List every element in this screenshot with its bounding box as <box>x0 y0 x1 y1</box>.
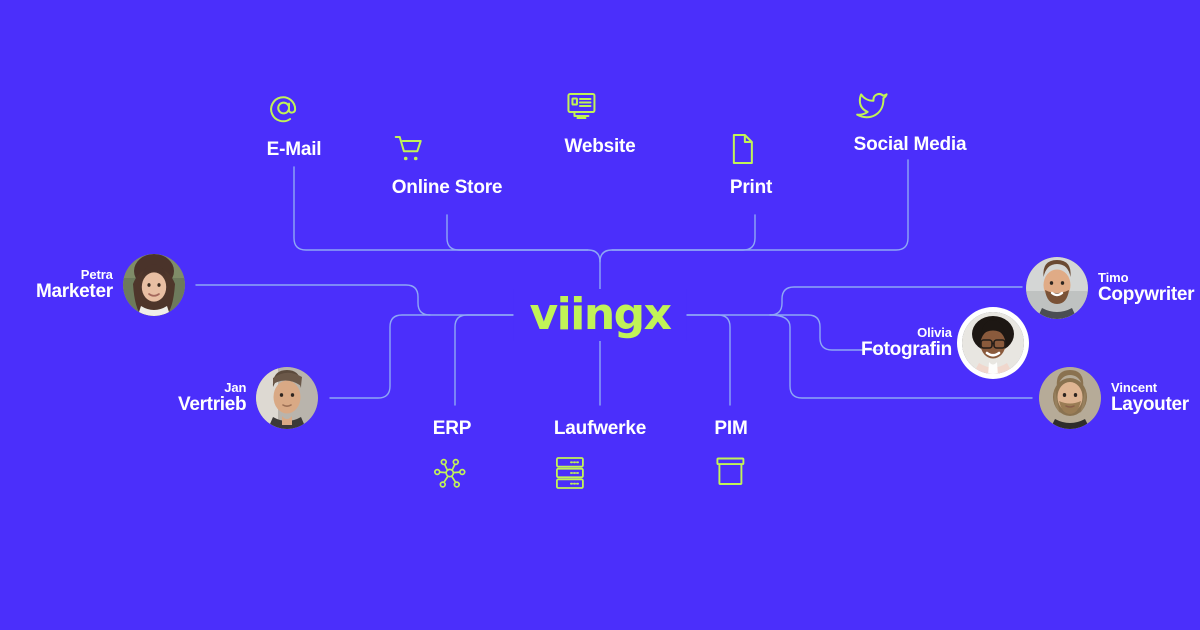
person-jan[interactable]: Jan Vertrieb <box>178 367 319 429</box>
person-first-name: Vincent <box>1111 379 1158 395</box>
person-first-name: Jan <box>224 379 247 395</box>
system-node-laufwerke[interactable]: Laufwerke <box>554 418 646 490</box>
person-role: Marketer <box>36 280 113 302</box>
server-stack-icon <box>554 456 646 490</box>
person-name-block: Petra Marketer <box>36 266 113 303</box>
person-name-block: Timo Copywriter <box>1098 269 1195 306</box>
person-role: Layouter <box>1111 393 1189 415</box>
system-label-pim: PIM <box>714 418 748 439</box>
person-name-block: Vincent Layouter <box>1111 379 1189 416</box>
channel-label-social-media: Social Media <box>853 134 967 155</box>
system-label-laufwerke: Laufwerke <box>553 418 647 439</box>
channel-node-print[interactable]: Print <box>730 133 772 199</box>
person-first-name: Timo <box>1098 269 1129 285</box>
channel-node-email[interactable]: E-Mail <box>267 92 322 161</box>
channel-label-online-store: Online Store <box>391 177 503 198</box>
person-petra[interactable]: Petra Marketer <box>36 254 185 316</box>
person-role: Fotografin <box>861 338 952 360</box>
channel-node-online-store[interactable]: Online Store <box>391 133 503 199</box>
person-name-block: Jan Vertrieb <box>178 379 247 416</box>
avatar-petra <box>122 254 185 316</box>
channel-label-print: Print <box>729 177 773 198</box>
channel-label-website: Website <box>564 136 636 157</box>
avatar-olivia <box>961 312 1024 374</box>
person-role: Copywriter <box>1098 283 1195 305</box>
twitter-bird-icon <box>854 90 967 120</box>
person-role: Vertrieb <box>178 393 247 415</box>
at-sign-icon <box>267 92 322 126</box>
system-label-erp: ERP <box>432 418 472 439</box>
archive-box-icon <box>714 456 747 486</box>
document-icon <box>730 133 772 165</box>
system-node-pim[interactable]: PIM <box>714 418 748 486</box>
person-first-name: Olivia <box>917 324 952 340</box>
cart-icon <box>392 133 503 165</box>
avatar-vincent <box>1039 367 1101 429</box>
system-node-erp[interactable]: ERP <box>433 418 471 490</box>
channel-node-social-media[interactable]: Social Media <box>854 90 967 156</box>
network-nodes-icon <box>433 456 471 490</box>
person-vincent[interactable]: Vincent Layouter <box>1039 367 1189 429</box>
avatar-timo <box>1026 257 1088 319</box>
person-timo[interactable]: Timo Copywriter <box>1026 257 1195 319</box>
person-first-name: Petra <box>80 266 113 282</box>
avatar-jan <box>256 367 319 429</box>
brand-logo: viingx <box>513 289 687 341</box>
channel-label-email: E-Mail <box>266 139 322 160</box>
channel-node-website[interactable]: Website <box>564 91 636 158</box>
person-name-block: Olivia Fotografin <box>861 324 952 361</box>
person-olivia[interactable]: Olivia Fotografin <box>861 312 1024 374</box>
monitor-icon <box>564 91 635 122</box>
